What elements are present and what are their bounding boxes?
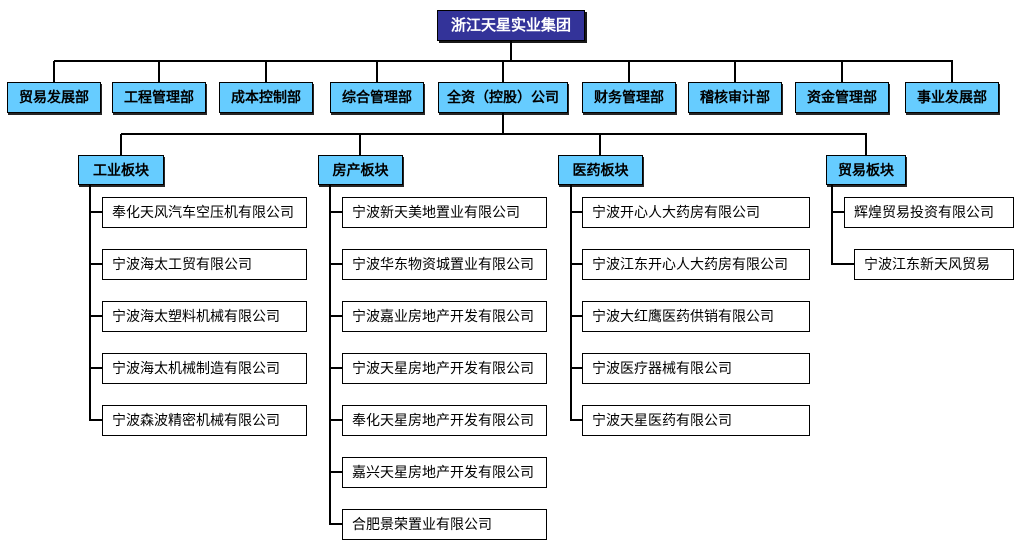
connector-line [329, 211, 342, 213]
connector-line [841, 61, 843, 82]
company-node: 嘉兴天星房地产开发有限公司 [342, 457, 547, 488]
connector-line [89, 211, 102, 213]
connector-line [329, 471, 342, 473]
company-node: 宁波海太塑料机械有限公司 [102, 301, 307, 332]
department-node-audit: 稽核审计部 [688, 82, 782, 113]
company-node: 宁波天星医药有限公司 [582, 405, 810, 436]
connector-line [510, 41, 512, 61]
sector-node-trade: 贸易板块 [826, 155, 906, 185]
company-node: 奉化天星房地产开发有限公司 [342, 405, 547, 436]
department-node-fund-mgmt: 资金管理部 [795, 82, 889, 113]
company-node: 宁波海太工贸有限公司 [102, 249, 307, 280]
company-node: 宁波天星房地产开发有限公司 [342, 353, 547, 384]
connector-line [329, 315, 342, 317]
connector-line [734, 61, 736, 82]
org-root-node: 浙江天星实业集团 [437, 10, 585, 41]
company-node: 宁波森波精密机械有限公司 [102, 405, 307, 436]
connector-line [570, 263, 582, 265]
connector-line [570, 211, 582, 213]
connector-line [89, 419, 102, 421]
connector-line [121, 133, 867, 135]
connector-line [329, 263, 342, 265]
company-node: 合肥景荣置业有限公司 [342, 509, 547, 540]
department-node-finance-mgmt: 财务管理部 [582, 82, 676, 113]
department-node-business-development: 事业发展部 [905, 82, 999, 113]
company-node: 宁波开心人大药房有限公司 [582, 197, 810, 228]
connector-line [89, 315, 102, 317]
department-node-cost-control: 成本控制部 [219, 82, 313, 113]
department-node-engineering-mgmt: 工程管理部 [112, 82, 206, 113]
connector-line [329, 185, 331, 525]
company-node: 宁波江东开心人大药房有限公司 [582, 249, 810, 280]
connector-line [628, 61, 630, 82]
company-node: 宁波华东物资城置业有限公司 [342, 249, 547, 280]
connector-line [570, 367, 582, 369]
connector-line [53, 61, 55, 82]
connector-line [329, 523, 342, 525]
company-node: 辉煌贸易投资有限公司 [844, 197, 1014, 228]
company-node: 宁波医疗器械有限公司 [582, 353, 810, 384]
company-node: 奉化天风汽车空压机有限公司 [102, 197, 307, 228]
connector-line [359, 134, 361, 155]
company-node: 宁波嘉业房地产开发有限公司 [342, 301, 547, 332]
connector-line [831, 263, 854, 265]
connector-line [265, 61, 267, 82]
sector-node-real-estate: 房产板块 [318, 155, 403, 185]
connector-line [570, 185, 572, 421]
connector-line [951, 61, 953, 82]
connector-line [865, 134, 867, 155]
company-node: 宁波海太机械制造有限公司 [102, 353, 307, 384]
connector-line [831, 211, 844, 213]
connector-line [89, 367, 102, 369]
department-node-trade-development: 贸易发展部 [7, 82, 101, 113]
connector-line [89, 263, 102, 265]
connector-line [329, 419, 342, 421]
department-node-holding-companies: 全资（控股）公司 [438, 82, 568, 113]
connector-line [376, 61, 378, 82]
company-node: 宁波江东新天风贸易 [854, 249, 1014, 280]
connector-line [599, 134, 601, 155]
sector-node-industry: 工业板块 [78, 155, 164, 185]
connector-line [502, 61, 504, 82]
connector-line [502, 113, 504, 133]
sector-node-pharma: 医药板块 [558, 155, 643, 185]
connector-line [570, 315, 582, 317]
connector-line [158, 61, 160, 82]
connector-line [329, 367, 342, 369]
company-node: 宁波新天美地置业有限公司 [342, 197, 547, 228]
department-node-general-mgmt: 综合管理部 [330, 82, 424, 113]
connector-line [120, 134, 122, 155]
connector-line [831, 185, 833, 265]
company-node: 宁波大红鹰医药供销有限公司 [582, 301, 810, 332]
connector-line [570, 419, 582, 421]
connector-line [89, 185, 91, 421]
